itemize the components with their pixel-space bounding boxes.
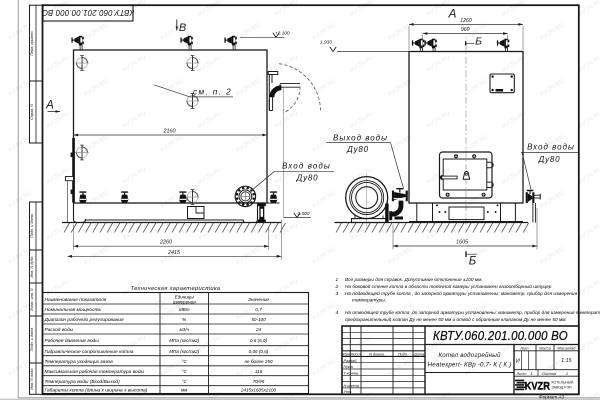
svg-text:50-100: 50-100	[251, 317, 266, 322]
svg-text:Котел водогрейный: Котел водогрейный	[438, 352, 501, 359]
svg-text:Номинальная мощность: Номинальная мощность	[45, 307, 102, 313]
svg-text:Ду80: Ду80	[296, 173, 319, 182]
svg-text:Подп.: Подп.	[398, 351, 408, 356]
svg-text:1: 1	[336, 277, 339, 283]
svg-text:А: А	[447, 7, 456, 21]
svg-text:Единицы: Единицы	[175, 294, 195, 299]
svg-text:Все размеры для справок. Допу: Все размеры для справок. Допустимое откл…	[345, 277, 483, 283]
svg-text:Heatexpert- КВр -0,7- К ( К ): Heatexpert- КВр -0,7- К ( К )	[428, 361, 512, 368]
svg-text:Инв. N дубл.: Инв. N дубл.	[30, 256, 34, 278]
svg-text:0,7: 0,7	[255, 307, 262, 312]
svg-text:Т.контр.: Т.контр.	[344, 370, 360, 375]
svg-text:1605: 1605	[456, 240, 469, 246]
svg-text:2: 2	[565, 371, 569, 376]
svg-text:Справ. N: Справ. N	[30, 104, 34, 120]
svg-text:°С: °С	[182, 359, 188, 364]
svg-text:Формат А3: Формат А3	[539, 395, 565, 400]
svg-text:см. п. 2: см. п. 2	[193, 88, 232, 97]
svg-text:Выход воды: Выход воды	[333, 133, 388, 142]
svg-text:Масштаб: Масштаб	[557, 346, 576, 351]
svg-text:1260: 1260	[460, 18, 472, 24]
svg-text:Листов: Листов	[541, 371, 556, 376]
svg-text:Лист: Лист	[515, 371, 527, 376]
svg-text:Температура воды (Вход/Выход): Температура воды (Вход/Выход)	[45, 379, 121, 385]
svg-text:Габариты котла (длина х ширина: Габариты котла (длина х ширина х высота)	[45, 388, 148, 394]
svg-text:Перв. примен.: Перв. примен.	[30, 30, 34, 55]
svg-text:2415: 2415	[167, 250, 181, 256]
svg-text:Максимальная рабочая температу: Максимальная рабочая температура воды	[45, 369, 145, 375]
svg-text:На боковой стенке котла в обла: На боковой стенке котла в области топочн…	[345, 283, 552, 290]
svg-text:0.000: 0.000	[297, 211, 309, 217]
svg-text:И: И	[516, 358, 520, 364]
svg-text:Техническая характеристика: Техническая характеристика	[131, 286, 221, 292]
svg-text:МВт: МВт	[179, 307, 190, 312]
svg-text:Подп. и дата: Подп. и дата	[30, 328, 34, 352]
svg-text:Наименование показателя: Наименование показателя	[45, 297, 107, 303]
svg-text:KVZR: KVZR	[525, 381, 551, 393]
svg-text:1:15: 1:15	[561, 358, 572, 364]
svg-text:В: В	[179, 22, 186, 34]
svg-text:Масса: Масса	[539, 346, 551, 351]
svg-text:Температура уходящих газов: Температура уходящих газов	[45, 359, 114, 365]
svg-text:Изм: Изм	[343, 351, 351, 356]
svg-text:Взам. инв. N: Взам. инв. N	[30, 288, 34, 310]
svg-text:Инв. N подл.: Инв. N подл.	[30, 368, 34, 390]
svg-text:ЗАВОД РЭП: ЗАВОД РЭП	[552, 385, 573, 389]
svg-text:4: 4	[336, 310, 339, 316]
svg-text:1.930: 1.930	[320, 40, 332, 46]
svg-text:Подп. и дата: Подп. и дата	[30, 214, 34, 238]
svg-text:0,06 (0,6): 0,06 (0,6)	[249, 349, 269, 354]
svg-text:+2.100: +2.100	[275, 30, 290, 36]
svg-text:N докум.: N докум.	[369, 351, 385, 356]
svg-text:Пров.: Пров.	[344, 364, 354, 369]
svg-text:МПа (кгс/см2): МПа (кгс/см2)	[169, 338, 199, 343]
svg-text:Расход воды: Расход воды	[45, 327, 74, 333]
svg-text:Вход воды: Вход воды	[527, 142, 575, 151]
svg-text:Б: Б	[469, 256, 477, 268]
svg-text:70/95: 70/95	[253, 379, 265, 384]
svg-text:Диапазон рабочего регулировани: Диапазон рабочего регулирования	[44, 317, 124, 323]
svg-text:°С: °С	[182, 379, 188, 384]
svg-text:Рабочее давление воды: Рабочее давление воды	[45, 338, 100, 344]
svg-text:Утв.: Утв.	[344, 389, 353, 394]
svg-text:Лит.: Лит.	[519, 346, 529, 351]
svg-text:2260: 2260	[159, 240, 172, 246]
svg-text:Разраб.: Разраб.	[344, 358, 358, 363]
svg-text:Гидравлическое сопротивление к: Гидравлическое сопротивление котла	[45, 349, 134, 355]
svg-text:мм: мм	[181, 388, 188, 393]
svg-text:2160: 2160	[163, 129, 176, 135]
svg-text:Ду80: Ду80	[538, 155, 561, 164]
svg-text:960: 960	[461, 27, 470, 33]
svg-text:На подводящей трубе котла , д: На подводящей трубе котла , до запорной …	[345, 290, 578, 297]
svg-text:МПа (кгс/см2): МПа (кгс/см2)	[169, 349, 199, 354]
svg-text:1: 1	[530, 371, 532, 376]
svg-text:Дата: Дата	[413, 351, 425, 356]
svg-text:2415х1605х2100: 2415х1605х2100	[240, 388, 277, 393]
svg-text:Значение: Значение	[248, 297, 270, 303]
svg-text:На отводящей трубе котла ,до з: На отводящей трубе котла ,до запорной ар…	[345, 309, 600, 316]
svg-text:%: %	[182, 317, 186, 322]
svg-text:°С: °С	[182, 369, 188, 374]
svg-text:КВТУ.060.201.00.000 ВО: КВТУ.060.201.00.000 ВО	[42, 8, 134, 17]
svg-text:измерения: измерения	[173, 299, 197, 304]
svg-text:115: 115	[255, 369, 263, 374]
svg-text:Ду80: Ду80	[346, 145, 369, 154]
svg-text:КОТЕЛЬНЫЙ: КОТЕЛЬНЫЙ	[552, 381, 574, 385]
svg-text:Лист: Лист	[350, 351, 362, 356]
svg-text:Б: Б	[475, 35, 482, 47]
svg-text:предохранительный клапан Ду н: предохранительный клапан Ду не менее 50 …	[345, 316, 567, 323]
svg-text:не более 250: не более 250	[244, 359, 272, 364]
svg-text:2: 2	[335, 284, 339, 290]
svg-text:0,6 (6,0): 0,6 (6,0)	[250, 338, 268, 343]
svg-text:А: А	[45, 100, 54, 112]
svg-text:КВТУ.060.201.00.000 ВО: КВТУ.060.201.00.000 ВО	[433, 329, 568, 344]
svg-text:24: 24	[255, 327, 262, 332]
svg-text:Н.контр.: Н.контр.	[344, 383, 360, 388]
svg-text:температуры.: температуры.	[352, 298, 386, 303]
svg-text:Вход воды: Вход воды	[282, 162, 331, 171]
svg-text:м3/ч: м3/ч	[180, 327, 190, 332]
svg-text:3: 3	[336, 291, 339, 297]
